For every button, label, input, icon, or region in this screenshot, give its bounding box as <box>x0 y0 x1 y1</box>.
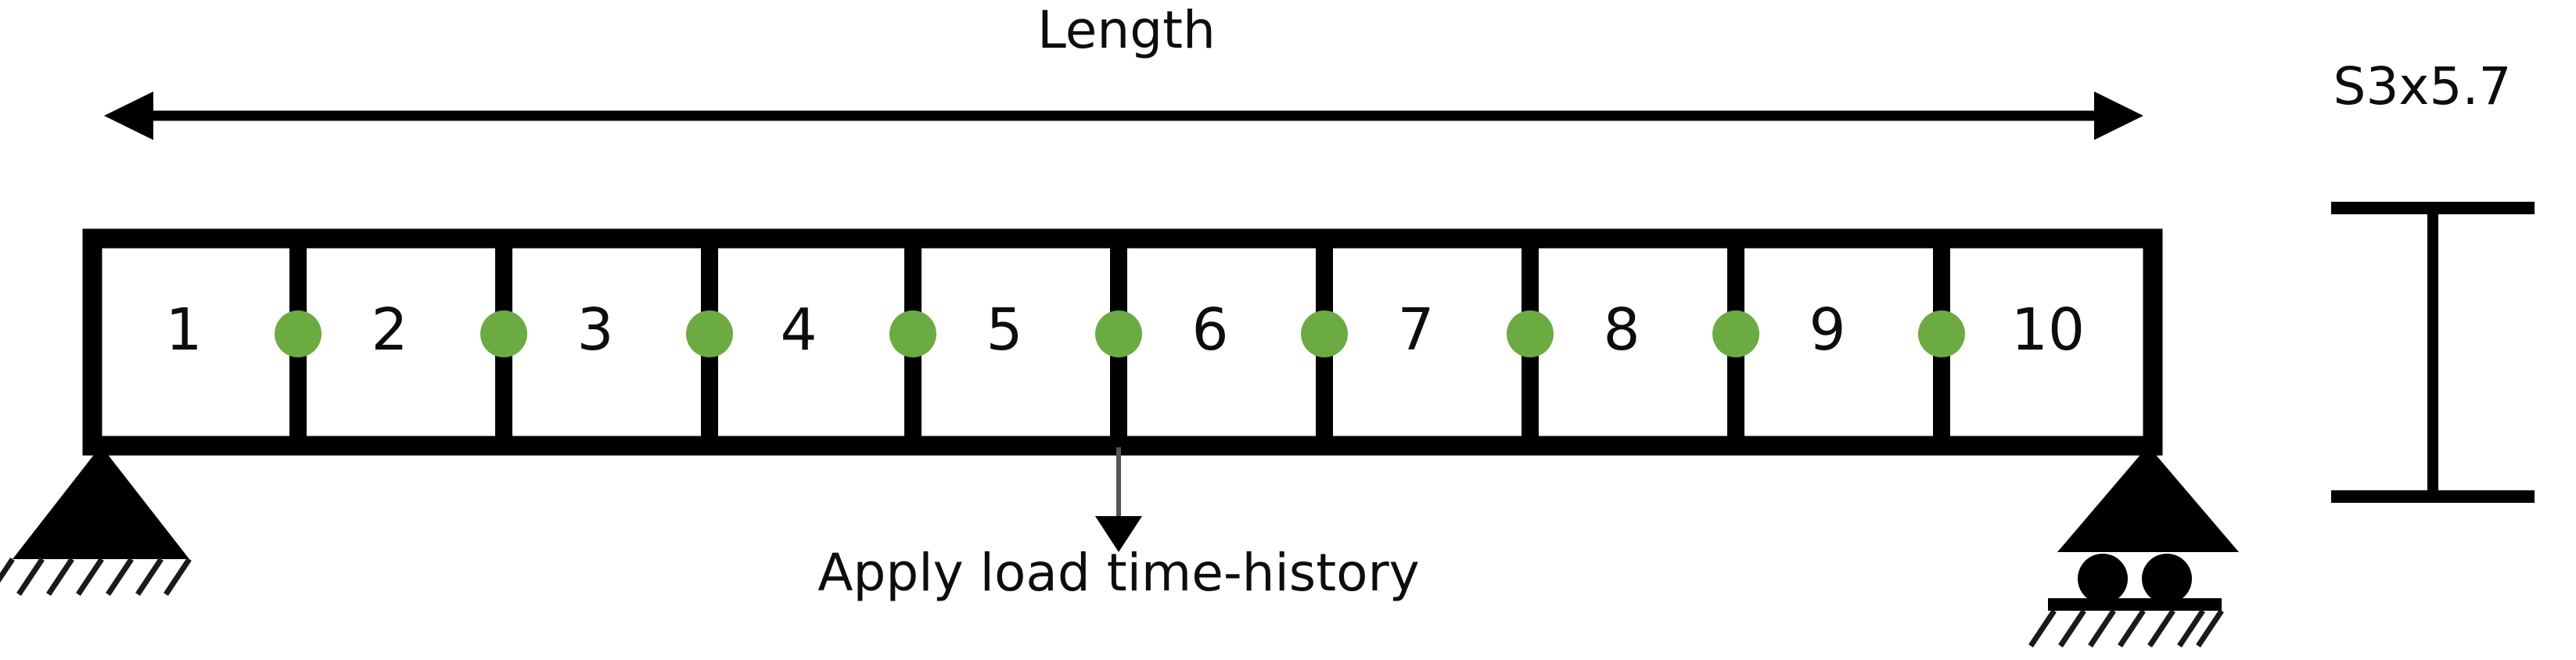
segment-label-2: 2 <box>371 296 408 364</box>
node-marker <box>1507 310 1554 357</box>
roller-wheel-icon <box>2142 554 2192 604</box>
segment-label-5: 5 <box>986 296 1023 364</box>
roller-support <box>2028 446 2239 647</box>
segment-label-10: 10 <box>2010 296 2086 364</box>
load-arrow <box>1095 447 1142 552</box>
web <box>2427 202 2438 503</box>
node-marker <box>686 310 733 357</box>
segment-label-1: 1 <box>165 296 203 364</box>
segment-label-8: 8 <box>1603 296 1640 364</box>
segment-label-7: 7 <box>1397 296 1435 364</box>
node-marker <box>1918 310 1965 357</box>
load-annotation-label: Apply load time-history <box>817 543 1420 603</box>
ground-hatching-left <box>0 558 192 596</box>
ground-line <box>2048 598 2222 611</box>
cross-section-label: S3x5.7 <box>2333 56 2512 117</box>
segment-label-9: 9 <box>1809 296 1846 364</box>
bottom-flange <box>2331 490 2535 503</box>
segment-label-3: 3 <box>577 296 614 364</box>
arrow-head-right-icon <box>2094 91 2143 140</box>
beam-nodes <box>275 310 1965 357</box>
ground-hatching-right <box>2028 609 2224 647</box>
support-triangle-icon <box>13 446 189 559</box>
node-marker <box>1301 310 1348 357</box>
node-marker <box>1095 310 1142 357</box>
node-marker <box>889 310 936 357</box>
pinned-support <box>0 446 192 596</box>
length-dimension-arrow <box>104 91 2143 140</box>
node-marker <box>275 310 322 357</box>
support-triangle-icon <box>2057 446 2239 552</box>
roller-wheel-icon <box>2078 554 2128 604</box>
segment-label-4: 4 <box>780 296 817 364</box>
cross-section-i-beam <box>2331 202 2535 503</box>
node-marker <box>1712 310 1759 357</box>
arrow-head-left-icon <box>104 91 153 140</box>
node-marker <box>480 310 527 357</box>
load-arrow-head-icon <box>1095 516 1142 552</box>
length-dimension-label: Length <box>1037 0 1216 60</box>
segment-label-6: 6 <box>1191 296 1229 364</box>
